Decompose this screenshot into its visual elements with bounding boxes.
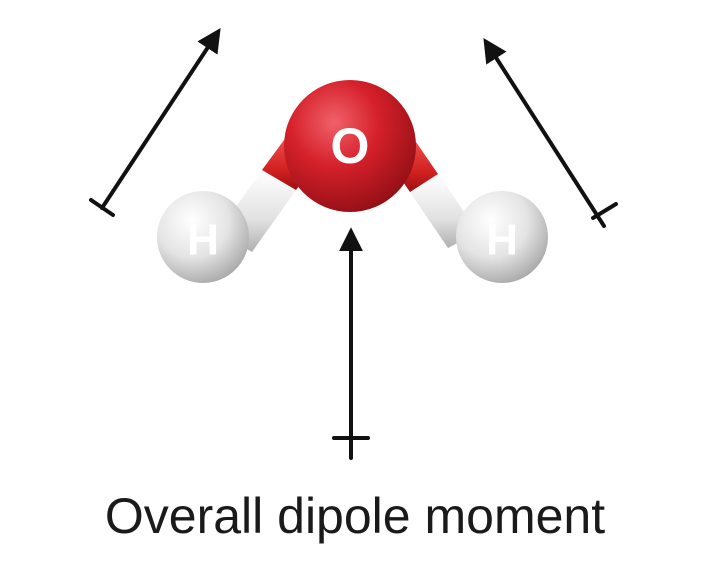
left-bond-dipole-arrow (89, 27, 221, 217)
hydrogen-left-label: H (187, 216, 219, 265)
overall-dipole-arrow (332, 227, 370, 460)
right-bond-dipole-arrow (483, 37, 618, 228)
right-dipole-tail-cross (591, 202, 618, 220)
oxygen-label: O (331, 118, 370, 174)
oxygen-atom: O (284, 80, 416, 212)
hydrogen-right-label: H (486, 216, 518, 265)
diagram-caption: Overall dipole moment (104, 488, 606, 544)
left-dipole-tail-cross (89, 198, 115, 217)
hydrogen-atom-right: H (456, 191, 548, 283)
hydrogen-atom-left: H (157, 191, 249, 283)
